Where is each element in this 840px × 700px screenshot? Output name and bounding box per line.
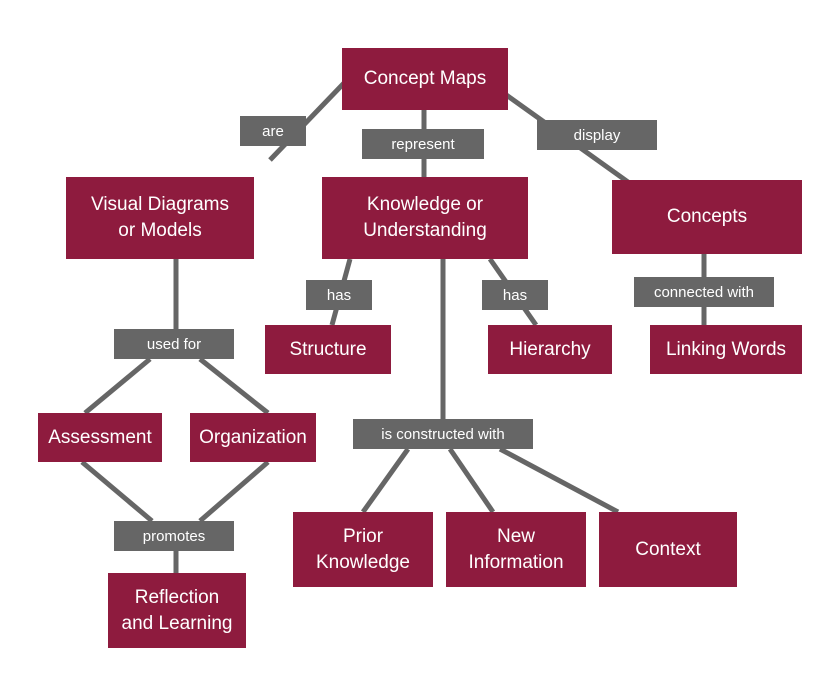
connector-line-14: [447, 447, 496, 514]
link-display: display: [537, 120, 657, 150]
node-concepts: Concepts: [612, 180, 802, 254]
link-connected-with: connected with: [634, 277, 774, 307]
node-prior-knowledge: Prior Knowledge: [293, 512, 433, 587]
link-used-for: used for: [114, 329, 234, 359]
connector-line-8: [198, 460, 270, 523]
link-is-constructed-with: is constructed with: [353, 419, 533, 449]
connector-line-1: [268, 80, 347, 162]
link-promotes: promotes: [114, 521, 234, 551]
node-visual-diagrams: Visual Diagrams or Models: [66, 177, 254, 259]
link-represent: represent: [362, 129, 484, 159]
link-has-structure: has: [306, 280, 372, 310]
connector-line-6: [198, 357, 270, 415]
link-are: are: [240, 116, 306, 146]
node-knowledge-understanding: Knowledge or Understanding: [322, 177, 528, 259]
node-reflection-learning: Reflection and Learning: [108, 573, 246, 648]
node-concept-maps: Concept Maps: [342, 48, 508, 110]
node-context: Context: [599, 512, 737, 587]
node-linking-words: Linking Words: [650, 325, 802, 374]
node-structure: Structure: [265, 325, 391, 374]
node-new-information: New Information: [446, 512, 586, 587]
connector-line-15: [498, 446, 620, 515]
node-hierarchy: Hierarchy: [488, 325, 612, 374]
connector-line-7: [80, 460, 154, 523]
connector-line-13: [360, 447, 411, 514]
link-has-hierarchy: has: [482, 280, 548, 310]
node-assessment: Assessment: [38, 413, 162, 462]
connector-line-5: [83, 357, 152, 415]
node-organization: Organization: [190, 413, 316, 462]
